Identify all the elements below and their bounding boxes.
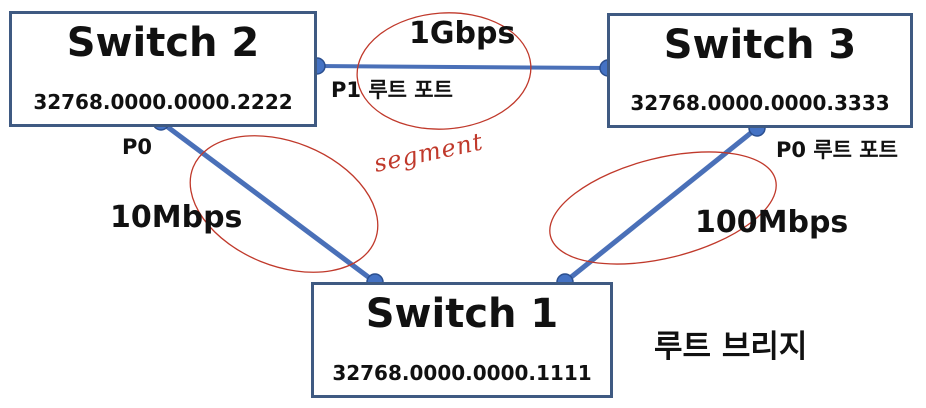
segment-circle-left bbox=[189, 135, 379, 273]
segment-circle-top bbox=[356, 12, 532, 130]
link-speed-10mbps: 10Mbps bbox=[110, 200, 243, 235]
switch-3-bridge-id: 32768.0000.0000.3333 bbox=[630, 91, 890, 115]
switch-1-name: Switch 1 bbox=[365, 291, 559, 337]
link-sw2-sw1 bbox=[159, 119, 377, 285]
port-label-sw2-p0: P0 bbox=[122, 135, 153, 159]
switch-3-box: Switch 3 32768.0000.0000.3333 bbox=[607, 13, 913, 128]
port-label-sw2-p1-root: P1 루트 포트 bbox=[331, 78, 453, 102]
link-sw2-sw3 bbox=[316, 64, 609, 70]
link-sw3-sw1 bbox=[563, 126, 759, 284]
link-speed-1gbps: 1Gbps bbox=[409, 16, 516, 51]
segment-handwritten: segment bbox=[371, 127, 485, 177]
link-speed-100mbps: 100Mbps bbox=[695, 205, 849, 240]
root-bridge-label: 루트 브리지 bbox=[654, 329, 808, 365]
switch-2-box: Switch 2 32768.0000.0000.2222 bbox=[9, 11, 317, 127]
switch-3-name: Switch 3 bbox=[663, 22, 857, 68]
segment-circle-right bbox=[549, 151, 777, 265]
port-label-sw3-p0-root: P0 루트 포트 bbox=[776, 138, 898, 162]
switch-1-bridge-id: 32768.0000.0000.1111 bbox=[332, 361, 592, 385]
switch-2-bridge-id: 32768.0000.0000.2222 bbox=[33, 90, 293, 114]
switch-2-name: Switch 2 bbox=[66, 20, 260, 66]
switch-1-box: Switch 1 32768.0000.0000.1111 bbox=[311, 282, 613, 398]
